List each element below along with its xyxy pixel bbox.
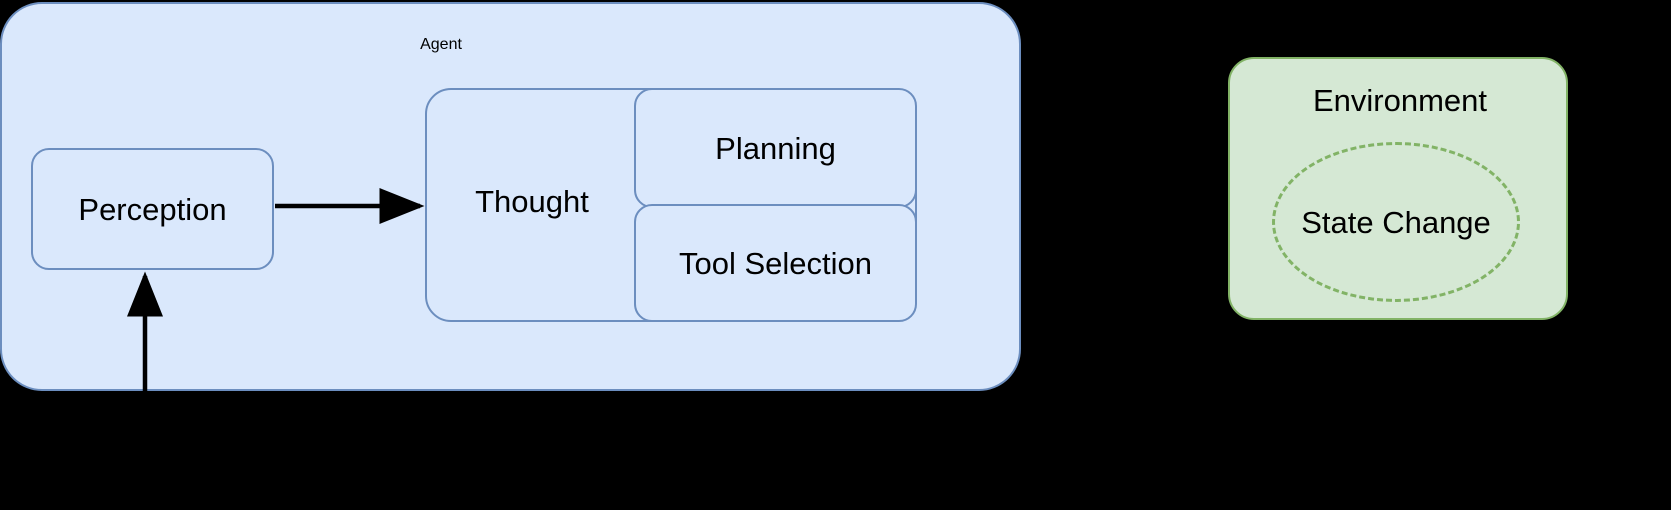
planning-node[interactable]: Planning	[634, 88, 917, 208]
thought-label-wrap: Thought	[427, 186, 637, 217]
state-change-label: State Change	[1301, 204, 1491, 240]
environment-label: Environment	[1312, 83, 1488, 118]
tool-selection-label: Tool Selection	[678, 245, 872, 281]
planning-label: Planning	[715, 130, 836, 166]
environment-title: Environment	[1230, 85, 1570, 116]
agent-title: Agent	[2, 36, 880, 54]
perception-node[interactable]: Perception	[31, 148, 274, 270]
state-change-node[interactable]: State Change	[1272, 142, 1520, 302]
thought-label: Thought	[475, 184, 589, 219]
tool-selection-node[interactable]: Tool Selection	[634, 204, 917, 322]
agent-label: Agent	[420, 36, 462, 53]
perception-label: Perception	[78, 191, 227, 227]
